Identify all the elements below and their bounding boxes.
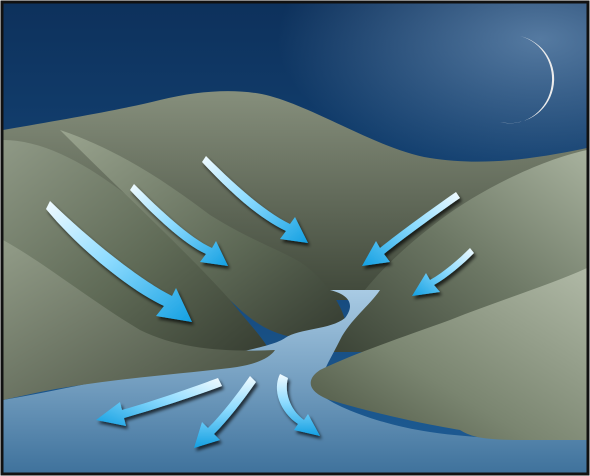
valley-night-diagram bbox=[0, 0, 590, 476]
